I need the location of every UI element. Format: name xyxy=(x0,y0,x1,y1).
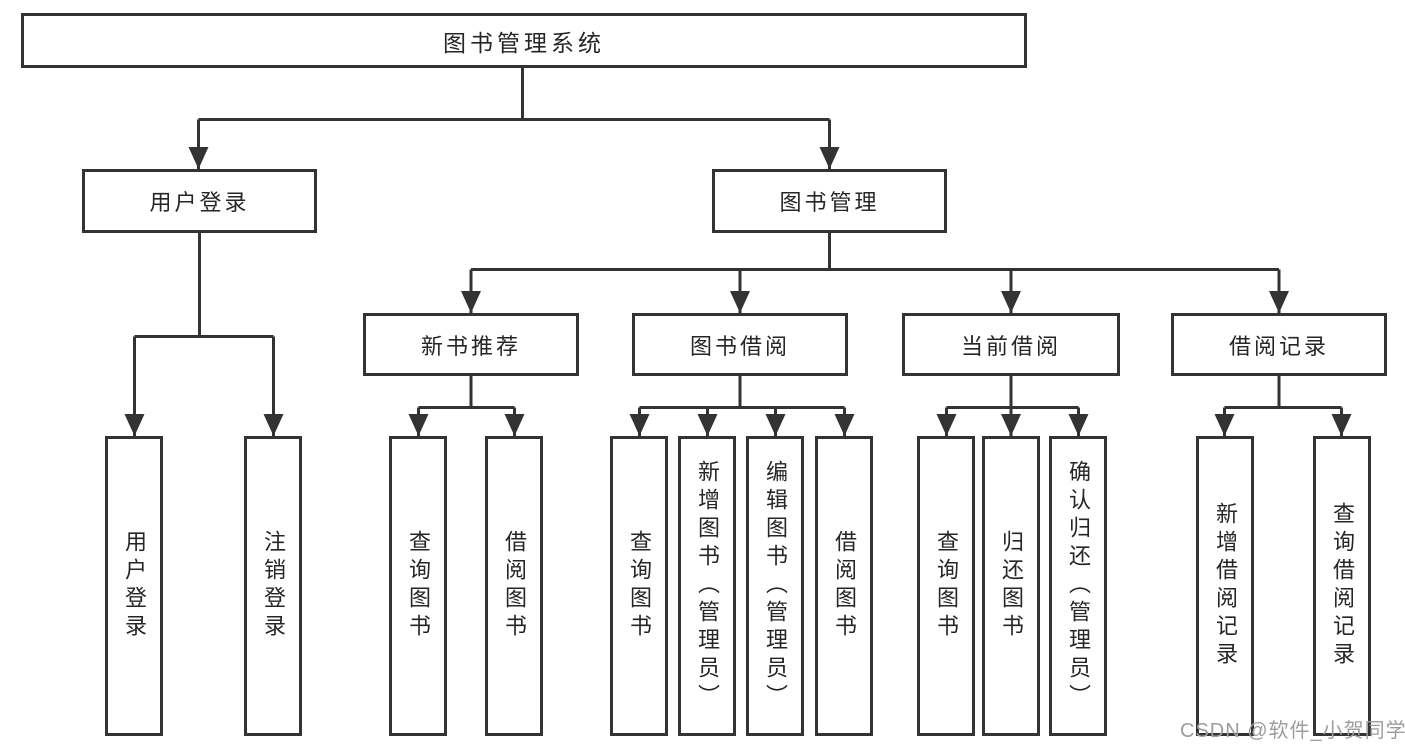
arrowhead-icon xyxy=(1331,414,1352,436)
leaf-bb-add-book-admin: 新增图书（管理员） xyxy=(678,436,736,736)
node-borrow-records: 借阅记录 xyxy=(1171,313,1387,376)
watermark: CSDN @软件_小贺同学 xyxy=(1180,720,1405,742)
arrowhead-icon xyxy=(936,414,957,436)
connector-book-management-split xyxy=(469,233,1281,313)
leaf-nb-query-books: 查询图书 xyxy=(389,436,447,736)
connector-user-login-split xyxy=(133,233,275,436)
connector-book-borrow-split xyxy=(638,376,846,436)
leaf-bb-edit-book-admin: 编辑图书（管理员） xyxy=(746,436,804,736)
leaf-br-query-record: 查询借阅记录 xyxy=(1313,436,1371,736)
leaf-user-login: 用户登录 xyxy=(105,436,163,736)
leaf-cb-confirm-return-admin: 确认归还（管理员） xyxy=(1049,436,1107,736)
arrowhead-icon xyxy=(1001,291,1021,313)
arrowhead-icon xyxy=(629,414,650,436)
arrowhead-icon xyxy=(819,147,840,169)
connector-root-split xyxy=(197,66,831,169)
node-user-login: 用户登录 xyxy=(82,169,317,233)
leaf-cb-query-books: 查询图书 xyxy=(917,436,975,736)
leaf-bb-borrow-books: 借阅图书 xyxy=(815,436,873,736)
arrowhead-icon xyxy=(188,147,209,169)
arrowhead-icon xyxy=(697,414,718,436)
arrowhead-icon xyxy=(730,291,750,313)
leaf-br-add-record: 新增借阅记录 xyxy=(1196,436,1254,736)
arrowhead-icon xyxy=(263,414,284,436)
arrowhead-icon xyxy=(504,414,525,436)
leaf-cb-return-books: 归还图书 xyxy=(982,436,1040,736)
node-current-borrow: 当前借阅 xyxy=(902,313,1120,376)
leaf-logout: 注销登录 xyxy=(244,436,302,736)
connector-new-book-split xyxy=(417,376,516,436)
node-root: 图书管理系统 xyxy=(21,13,1027,68)
arrowhead-icon xyxy=(1068,414,1089,436)
arrowhead-icon xyxy=(1269,291,1289,313)
arrowhead-icon xyxy=(461,291,481,313)
node-book-management: 图书管理 xyxy=(712,169,947,233)
leaf-bb-query-books: 查询图书 xyxy=(610,436,668,736)
node-book-borrow: 图书借阅 xyxy=(632,313,848,376)
arrowhead-icon xyxy=(124,414,145,436)
connector-borrow-records-split xyxy=(1223,376,1343,436)
node-new-book-recommend: 新书推荐 xyxy=(363,313,579,376)
arrowhead-icon xyxy=(408,414,429,436)
arrowhead-icon xyxy=(1214,414,1235,436)
leaf-nb-borrow-books: 借阅图书 xyxy=(485,436,543,736)
arrowhead-icon xyxy=(1001,414,1021,436)
arrowhead-icon xyxy=(834,414,855,436)
arrowhead-icon xyxy=(765,414,786,436)
